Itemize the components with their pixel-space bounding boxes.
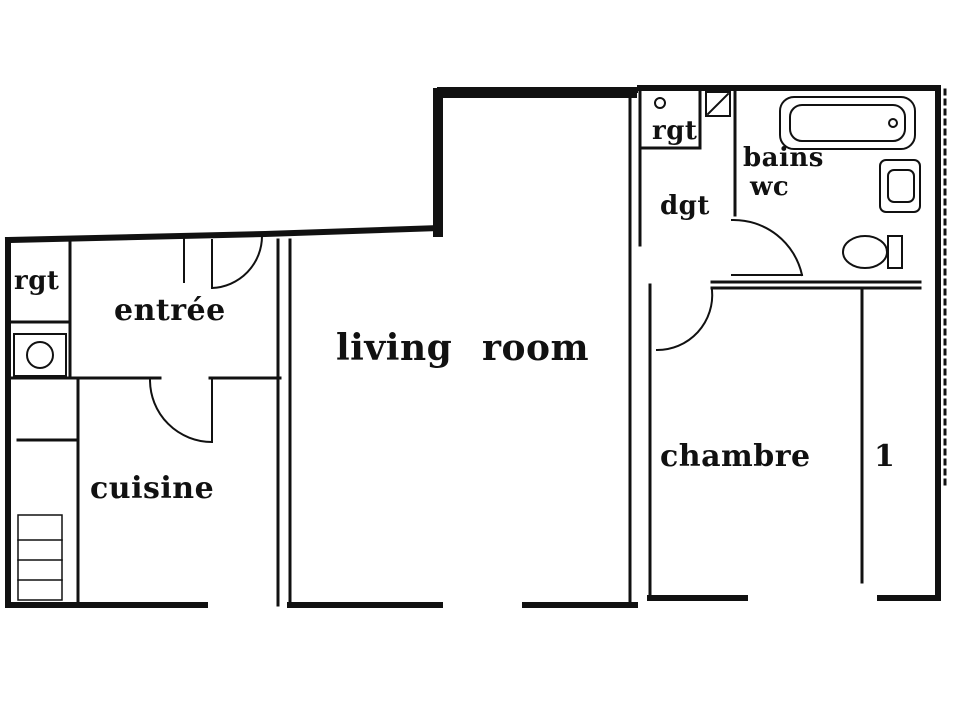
- room-label-rgt-top: rgt: [652, 116, 698, 146]
- water-heater-icon: [13, 333, 67, 377]
- door-swings: [148, 218, 804, 444]
- room-label-dgt: dgt: [660, 191, 710, 221]
- room-label-room: room: [482, 327, 590, 369]
- toilet-icon: [842, 235, 903, 269]
- room-label-bains: bains: [743, 143, 824, 173]
- room-label-chambre: chambre: [660, 439, 811, 474]
- small-closet-icon: [654, 91, 731, 117]
- room-label-cuisine: cuisine: [90, 471, 215, 506]
- room-label-chambre-number: 1: [874, 439, 896, 474]
- stove-icon: [17, 514, 63, 601]
- room-label-wc: wc: [750, 172, 790, 202]
- bathtub-icon: [779, 96, 916, 150]
- living-room-corner-wall: [433, 88, 637, 237]
- room-label-living: living: [336, 327, 453, 369]
- room-label-rgt-left: rgt: [14, 266, 60, 296]
- room-label-entree: entrée: [114, 293, 226, 328]
- interior-walls: [6, 88, 922, 607]
- washbasin-icon: [879, 159, 921, 213]
